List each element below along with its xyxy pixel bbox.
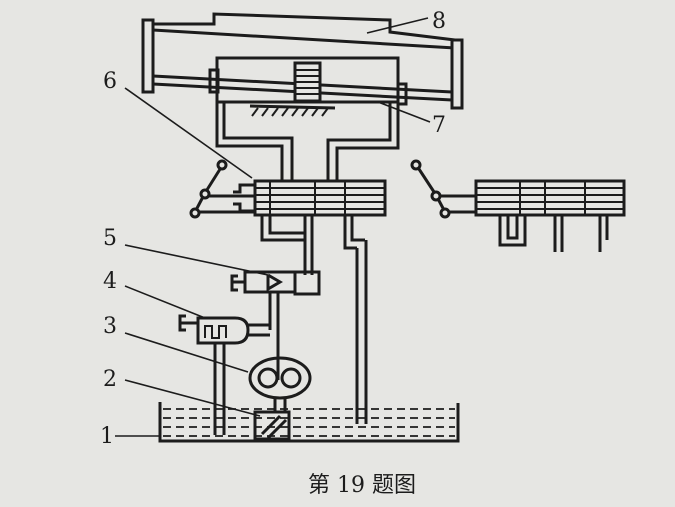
pressure-pipes <box>260 215 368 424</box>
label-6: 6 <box>103 69 117 94</box>
cylinder-pipes <box>215 100 400 182</box>
relief-valve-4 <box>178 314 270 435</box>
figure-caption: 第 19 题图 <box>308 473 416 498</box>
gear-pump-3 <box>248 356 312 412</box>
label-1: 1 <box>100 424 114 449</box>
label-3: 3 <box>103 314 117 339</box>
throttle-valve-5 <box>230 270 321 380</box>
leader-lines <box>115 17 431 437</box>
label-8: 8 <box>432 9 446 34</box>
label-5: 5 <box>103 226 117 251</box>
hydraulic-cylinder-7 <box>152 56 453 117</box>
worktable-8 <box>141 12 464 110</box>
label-7: 7 <box>432 113 446 138</box>
label-2: 2 <box>103 367 117 392</box>
directional-valve-6 <box>189 159 387 219</box>
label-4: 4 <box>103 269 117 294</box>
oil-tank-1 <box>158 402 460 443</box>
filter-2 <box>253 410 291 441</box>
directional-valve-alt-position <box>410 159 626 252</box>
